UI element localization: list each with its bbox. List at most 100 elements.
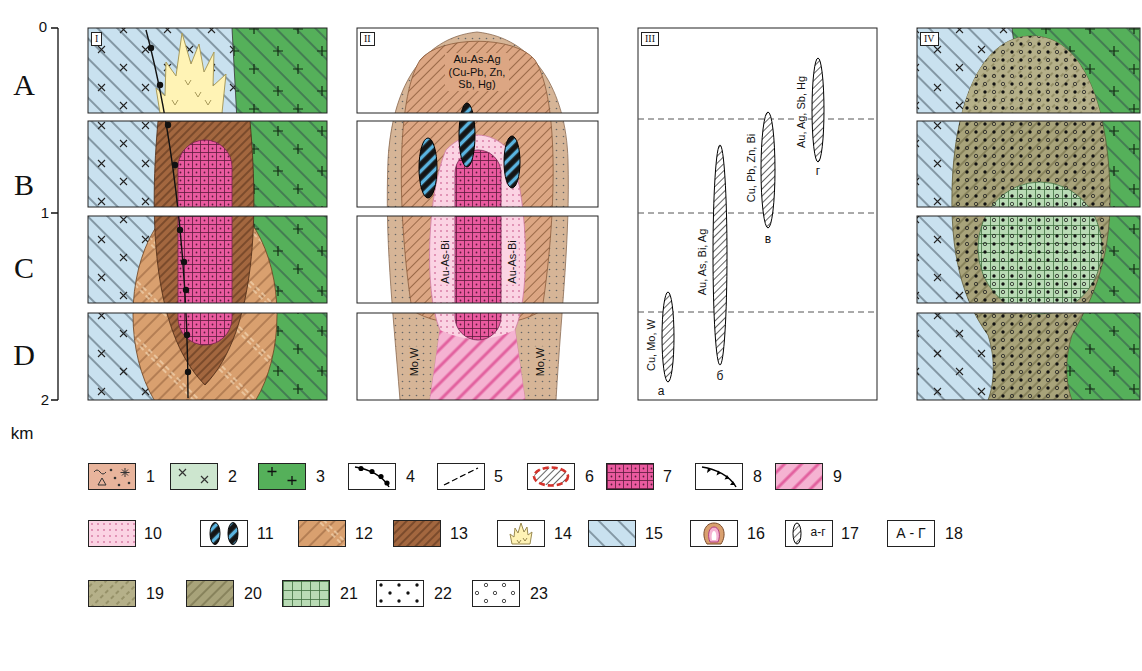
legend-number: 15 — [644, 524, 664, 542]
legend-number: 11 — [256, 524, 275, 542]
section-panel: IV — [917, 28, 1140, 400]
section-number: III — [641, 32, 659, 46]
legend-sample — [299, 521, 345, 546]
annotation-text: г — [815, 165, 821, 179]
section-one-frame — [88, 28, 327, 400]
legend-sample — [283, 581, 329, 606]
annotation-text: Au-As-Bi — [439, 239, 452, 284]
legend-sample — [607, 464, 653, 489]
annotation-label: г — [815, 165, 821, 179]
section-number: IV — [920, 32, 939, 46]
legend-number: 7 — [662, 467, 673, 485]
legend-text: 12 — [354, 524, 374, 542]
section-three — [638, 28, 877, 400]
legend-number: 5 — [493, 467, 504, 485]
legend-swatch — [200, 520, 248, 547]
section-two-frame — [357, 28, 598, 400]
legend-sample — [377, 581, 423, 606]
annotation-text: Au-As-Bi — [506, 239, 519, 284]
legend-sample — [589, 521, 635, 546]
annotation-label: D — [12, 338, 36, 373]
legend-sample — [498, 521, 544, 546]
legend-swatch — [88, 463, 136, 490]
annotation-label: C — [13, 251, 35, 286]
legend-text: 13 — [449, 524, 469, 542]
annotation-label: 2 — [40, 391, 50, 408]
legend-number: 10 — [143, 524, 163, 542]
legend-text: 21 — [339, 584, 359, 602]
section-panel: III — [638, 28, 877, 400]
annotation-text: A — [12, 68, 36, 103]
annotation-label: Au, Ag, Sb, Hg — [795, 75, 808, 149]
legend-swatch — [437, 463, 485, 490]
legend-sample — [187, 581, 233, 606]
legend-swatch — [88, 520, 136, 547]
legend-sample — [201, 521, 247, 546]
legend-text: 23 — [529, 584, 549, 602]
annotation-label: А - Г — [895, 525, 926, 541]
legend-number: 9 — [832, 467, 843, 485]
annotation-text: 1 — [40, 204, 50, 221]
legend-number: 22 — [433, 584, 453, 602]
annotation-text: 0 — [38, 18, 48, 35]
annotation-label: Cu, Mo, W — [645, 318, 658, 372]
section-number: II — [360, 32, 375, 46]
annotation-label: B — [13, 168, 35, 203]
legend-text: 1 — [145, 467, 156, 485]
annotation-label: Cu, Pb, Zn, Bi — [745, 133, 758, 203]
legend-text: 7 — [662, 467, 673, 485]
legend-swatch — [298, 520, 346, 547]
annotation-label: а-г — [809, 526, 826, 540]
annotation-text: Au-As-Ag (Cu-Pb, Zn, Sb, Hg) — [445, 53, 509, 91]
legend-swatch — [186, 580, 234, 607]
legend-sample — [89, 464, 135, 489]
legend-text: 11 — [256, 524, 275, 542]
legend-sample — [259, 464, 305, 489]
legend-sample — [473, 581, 519, 606]
annotation-text: а — [657, 385, 666, 399]
legend-sample — [528, 464, 574, 489]
legend-text: 5 — [493, 467, 504, 485]
legend-number: 17 — [840, 524, 860, 542]
annotation-label: Au-As-Bi — [506, 239, 519, 284]
legend-number: 23 — [529, 584, 549, 602]
legend-text: 19 — [145, 584, 165, 602]
legend-text: 6 — [584, 467, 595, 485]
annotation-label: A — [12, 68, 36, 103]
legend-number: 20 — [243, 584, 263, 602]
legend-number: 18 — [944, 524, 964, 542]
annotation-label: Au-As-Bi — [439, 239, 452, 284]
section-number: I — [91, 32, 102, 46]
legend-text: 18 — [944, 524, 964, 542]
legend-number: 13 — [449, 524, 469, 542]
legend-sample — [171, 464, 217, 489]
section-panel: I — [88, 28, 327, 400]
legend-sample — [349, 464, 395, 489]
legend-sample — [438, 464, 484, 489]
annotation-label: Mo,W — [534, 347, 547, 378]
legend-text: 2 — [227, 467, 238, 485]
legend-text: 3 — [315, 467, 326, 485]
annotation-label: Au-As-Ag (Cu-Pb, Zn, Sb, Hg) — [445, 53, 509, 91]
legend-swatch — [588, 520, 636, 547]
legend-number: 3 — [315, 467, 326, 485]
legend-swatch — [527, 463, 575, 490]
legend-number: 6 — [584, 467, 595, 485]
annotation-label: Au, As, Bi, Ag — [696, 228, 709, 297]
legend-number: 4 — [405, 467, 416, 485]
legend-text: 9 — [832, 467, 843, 485]
annotation-text: km — [10, 424, 35, 444]
legend-swatch — [282, 580, 330, 607]
legend-swatch — [606, 463, 654, 490]
legend-text: 4 — [405, 467, 416, 485]
legend-text: 10 — [143, 524, 163, 542]
annotation-label: в — [764, 233, 772, 247]
legend-sample — [89, 581, 135, 606]
annotation-text: Cu, Pb, Zn, Bi — [745, 133, 758, 203]
legend-swatch — [785, 520, 833, 547]
legend-swatch — [376, 580, 424, 607]
legend-swatch — [472, 580, 520, 607]
annotation-label: б — [716, 370, 725, 384]
